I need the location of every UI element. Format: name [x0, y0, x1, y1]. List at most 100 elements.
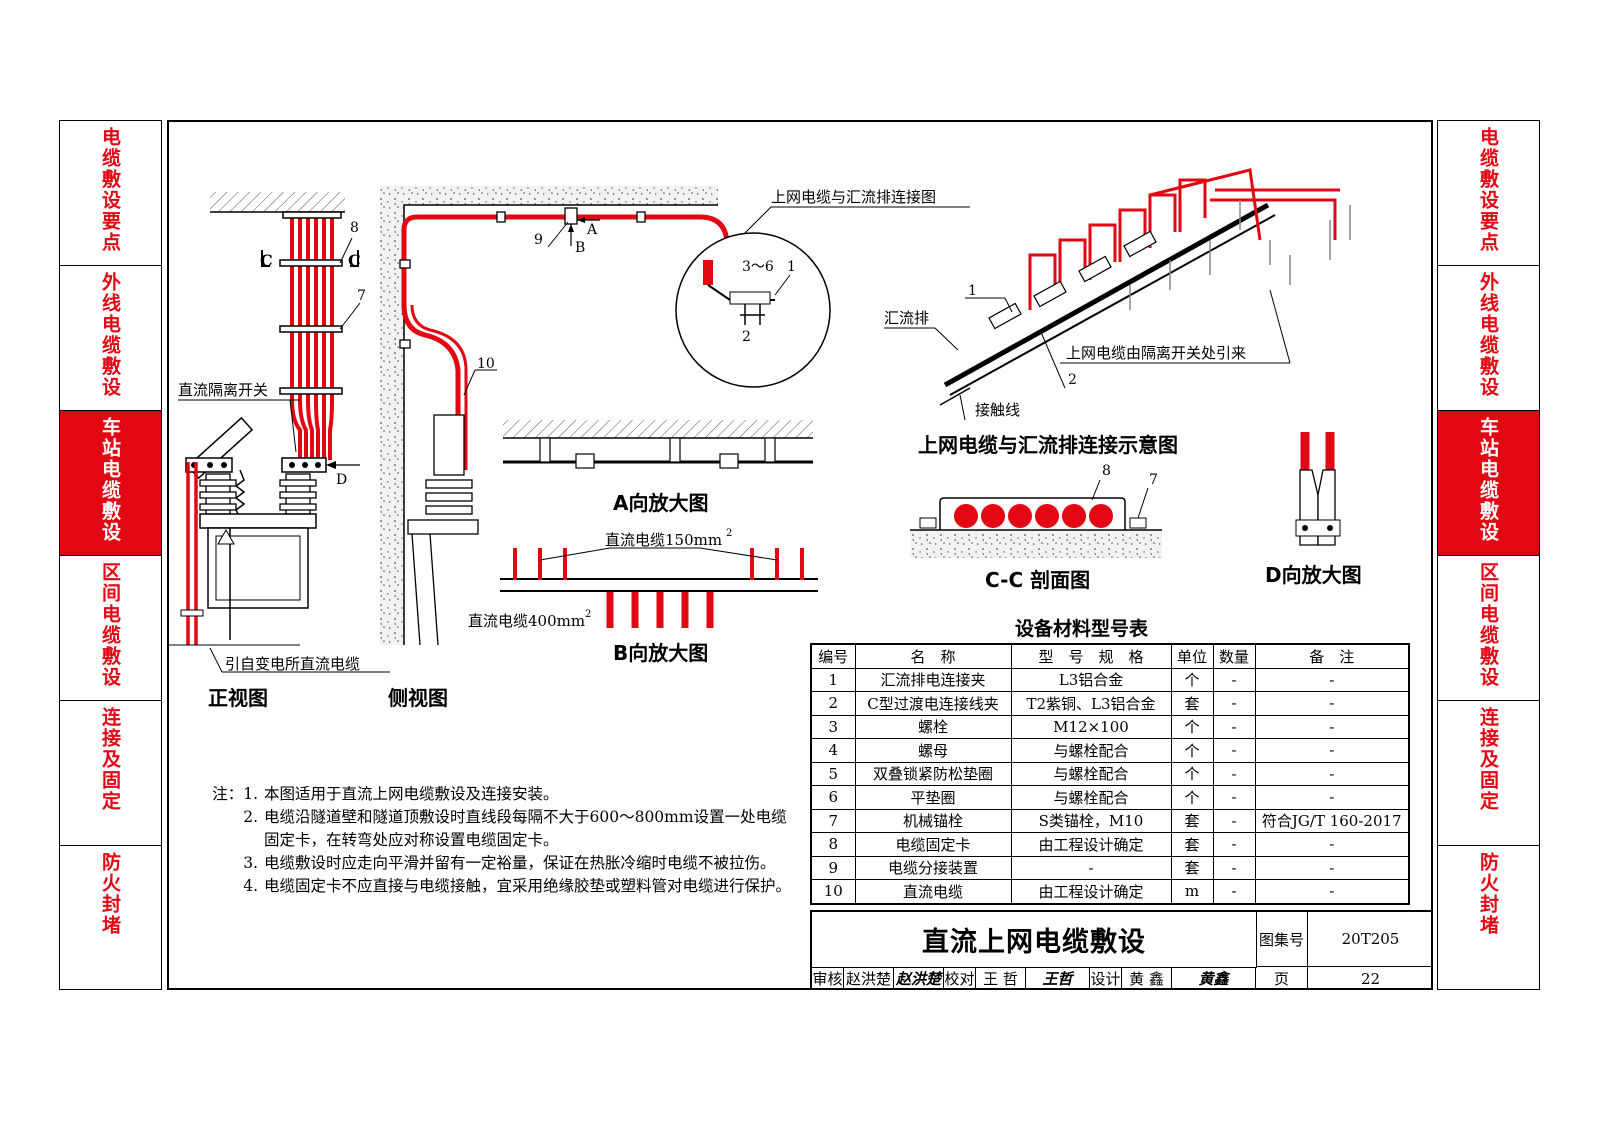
reviewer-name: 赵洪楚 [844, 967, 894, 990]
busbar-schematic: 汇流排 1 上网电缆由隔离开关处引来 2 接触线 上网电缆与汇流排连接示意图 [884, 168, 1351, 457]
label-sq-150: 2 [726, 528, 732, 539]
tab-station-cable[interactable]: 车站电缆敷设 [60, 411, 161, 556]
table-cell: 个 [1170, 785, 1214, 810]
check-label: 校对 [944, 967, 976, 990]
label-8: 8 [350, 220, 359, 236]
table-cell: S类锚栓，M10 [1010, 808, 1172, 833]
label-2: 2 [1068, 372, 1077, 388]
caption-section-CC: C-C 剖面图 [985, 568, 1090, 592]
tab-fire-sealing[interactable]: 防火封堵 [1438, 846, 1539, 988]
drawing-title: 直流上网电缆敷设 [812, 912, 1257, 968]
table-cell: 套 [1170, 808, 1214, 833]
table-cell: - [1212, 832, 1256, 857]
design-label: 设计 [1090, 967, 1122, 990]
column-header: 单位 [1170, 643, 1214, 669]
tab-section-cable[interactable]: 区间电缆敷设 [1438, 556, 1539, 701]
table-cell: L3铝合金 [1010, 667, 1172, 692]
tab-fire-sealing[interactable]: 防火封堵 [60, 846, 161, 988]
caption-view-B: B向放大图 [613, 641, 708, 665]
tab-station-cable[interactable]: 车站电缆敷设 [1438, 411, 1539, 556]
table-cell: m [1170, 879, 1214, 904]
caption-view-D: D向放大图 [1265, 563, 1362, 587]
table-cell: 机械锚栓 [854, 808, 1012, 833]
tab-label: 车站电缆敷设 [1477, 417, 1499, 543]
atlas-number: 20T205 [1308, 912, 1433, 967]
table-cell: 套 [1170, 832, 1214, 857]
tab-label: 连接及固定 [1477, 707, 1499, 812]
label-from-substation: 引自变电所直流电缆 [225, 655, 360, 673]
atlas-label: 图集号 [1256, 912, 1308, 967]
tab-cable-laying-points[interactable]: 电缆敷设要点 [1438, 121, 1539, 266]
designer-name: 黄 鑫 [1122, 967, 1172, 990]
caption-schematic: 上网电缆与汇流排连接示意图 [918, 433, 1178, 457]
tab-label: 外线电缆敷设 [1477, 272, 1499, 398]
front-cables [290, 212, 334, 460]
table-cell: 汇流排电连接夹 [854, 667, 1012, 692]
table-header-row: 编号名 称型 号 规 格单位数量备 注 [810, 643, 1410, 669]
column-header: 型 号 规 格 [1010, 643, 1172, 669]
leader-8 [339, 237, 353, 264]
table-cell: 个 [1170, 667, 1214, 692]
note-item: 3.电缆敷设时应走向平滑并留有一定裕量，保证在热胀冷缩时电缆不被拉伤。 [243, 854, 776, 872]
tab-connection-fixing[interactable]: 连接及固定 [1438, 701, 1539, 846]
column-header: 名 称 [854, 643, 1012, 669]
label-contact-wire: 接触线 [975, 401, 1020, 419]
label-10: 10 [477, 356, 495, 372]
table-cell: - [1010, 855, 1172, 880]
table-cell: M12×100 [1010, 714, 1172, 739]
table-cell: 由工程设计确定 [1010, 832, 1172, 857]
page-number: 22 [1360, 969, 1381, 988]
tab-section-cable[interactable]: 区间电缆敷设 [60, 556, 161, 701]
front-view: 8 7 C C 直流隔离开关 [168, 192, 390, 710]
tab-cable-laying-points[interactable]: 电缆敷设要点 [60, 121, 161, 266]
table-cell: - [1212, 691, 1256, 716]
reviewer-signature: 赵洪楚 [894, 967, 944, 990]
section-mark-c-left: C [260, 251, 273, 270]
table-cell: - [1254, 761, 1410, 786]
isolator-switch [185, 416, 327, 640]
tab-outdoor-cable[interactable]: 外线电缆敷设 [1438, 266, 1539, 411]
tab-connection-fixing[interactable]: 连接及固定 [60, 701, 161, 846]
label-sq-400: 2 [585, 609, 591, 620]
table-cell: 与螺栓配合 [1010, 785, 1172, 810]
table-cell: 电缆分接装置 [854, 855, 1012, 880]
table-cell: 8 [810, 832, 856, 857]
caption-view-A: A向放大图 [613, 491, 708, 515]
table-cell: - [1212, 714, 1256, 739]
note-item: 2.电缆沿隧道壁和隧道顶敷设时直线段每隔不大于600～800mm设置一处电缆固定… [243, 808, 787, 849]
view-B: 直流电缆150mm 2 直流电缆400mm 2 B向放大图 [468, 528, 818, 665]
label-3-6: 3～6 [742, 259, 774, 275]
label-busbar: 汇流排 [884, 309, 929, 327]
note-item: 4.电缆固定卡不应直接与电缆接触，宜采用绝缘胶垫或塑料管对电缆进行保护。 [243, 877, 792, 895]
left-tab-bar: 电缆敷设要点 外线电缆敷设 车站电缆敷设 区间电缆敷设 连接及固定 防火封堵 [59, 120, 162, 990]
label-8: 8 [1102, 463, 1111, 479]
column-header: 数量 [1212, 643, 1256, 669]
label-cable-400: 直流电缆400mm [468, 612, 585, 630]
tab-label: 电缆敷设要点 [1477, 127, 1499, 253]
table-cell: 个 [1170, 714, 1214, 739]
label-conn-title: 上网电缆与汇流排连接图 [771, 188, 936, 206]
label-9: 9 [534, 232, 543, 248]
table-cell: - [1254, 738, 1410, 763]
table-cell: 套 [1170, 691, 1214, 716]
table-cell: 个 [1170, 738, 1214, 763]
table-cell: - [1212, 761, 1256, 786]
table-cell: T2紫铜、L3铝合金 [1010, 691, 1172, 716]
label-from-isolator: 上网电缆由隔离开关处引来 [1066, 344, 1246, 362]
column-header: 编号 [810, 643, 856, 669]
section-CC: 8 7 C-C 剖面图 [910, 463, 1162, 592]
label-B-arrow: B [575, 240, 585, 256]
tab-label: 防火封堵 [1477, 852, 1499, 936]
notes-block: 注：1.本图适用于直流上网电缆敷设及连接安装。 2.电缆沿隧道壁和隧道顶敷设时直… [196, 783, 796, 898]
label-D-arrow: D [336, 472, 347, 488]
tab-outdoor-cable[interactable]: 外线电缆敷设 [60, 266, 161, 411]
table-cell: 6 [810, 785, 856, 810]
table-cell: 平垫圈 [854, 785, 1012, 810]
